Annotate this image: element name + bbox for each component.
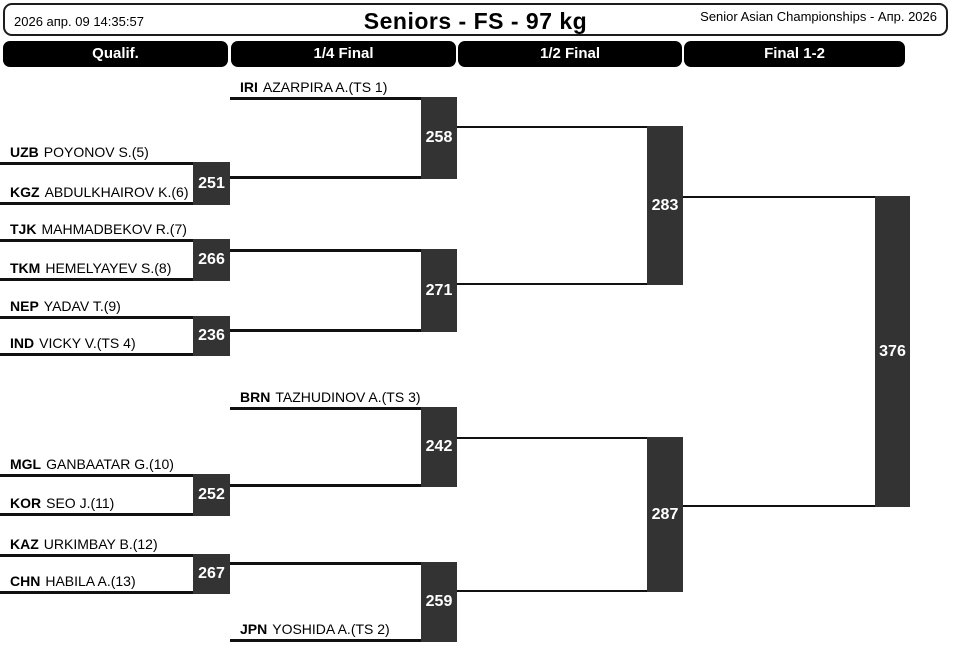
athlete-name: SEO J.(11) [46,495,115,511]
match-box-quarterfinal-4: 259 [421,562,457,642]
match-box-quarterfinal-1: 258 [421,97,457,179]
category-title: Seniors - FS - 97 kg [363,8,588,34]
athlete-noc: KGZ [10,184,40,200]
athlete-name: URKIMBAY B.(12) [43,536,158,552]
athlete-name: MAHMADBEKOV R.(7) [41,221,187,237]
competition-label: Senior Asian Championships - Апр. 2026 [700,9,937,24]
round-header-semifinal: 1/2 Final [458,41,682,67]
athlete-name: TAZHUDINOV A.(TS 3) [275,389,421,405]
bracket-line [0,162,230,165]
datetime-label: 2026 апр. 09 14:35:57 [14,14,144,29]
athlete-name: ABDULKHAIROV K.(6) [44,184,189,200]
athlete-name: GANBAATAR G.(10) [46,456,174,472]
match-box-qualif-3: 236 [193,316,230,356]
athlete-noc: KAZ [10,536,39,552]
bracket-line [0,591,230,594]
athlete-noc: JPN [240,621,268,637]
connector-line [683,196,875,198]
top-info-bar: 2026 апр. 09 14:35:57 Seniors - FS - 97 … [3,3,948,36]
bracket-line [0,554,230,557]
athlete-noc: NEP [10,298,39,314]
match-box-quarterfinal-3: 242 [421,407,457,487]
athlete-name: HABILA A.(13) [45,573,136,589]
athlete-noc: IRI [240,79,258,95]
connector-line [230,484,421,487]
bracket-line [230,97,421,100]
connector-line [457,126,647,128]
round-header-qualif: Qualif. [3,41,228,67]
athlete-name: VICKY V.(TS 4) [39,335,136,351]
connector-line [230,562,421,565]
match-box-final: 376 [875,196,910,507]
match-box-qualif-1: 251 [193,162,230,205]
match-box-qualif-4: 252 [193,474,230,516]
athlete-name: POYONOV S.(5) [43,144,149,160]
connector-line [683,505,875,507]
connector-line [457,437,648,439]
athlete-name: YADAV T.(9) [43,298,121,314]
match-box-quarterfinal-2: 271 [421,249,457,332]
bracket-line [0,353,230,356]
bracket-line [230,639,457,642]
bracket-line [0,513,230,516]
athlete-noc: TKM [10,260,41,276]
athlete-noc: MGL [10,456,42,472]
athlete-name: YOSHIDA A.(TS 2) [272,621,390,637]
connector-line [457,590,648,592]
bracket-line [0,474,230,477]
athlete-noc: BRN [240,389,271,405]
connector-line [230,249,421,252]
bracket-line [0,316,230,319]
bracket-line [0,278,230,281]
athlete-noc: IND [10,335,35,351]
athlete-noc: CHN [10,573,41,589]
athlete-noc: TJK [10,221,37,237]
round-header-final: Final 1-2 [684,41,905,67]
athlete-noc: UZB [10,144,39,160]
connector-line [230,329,421,332]
connector-line [457,283,647,285]
athlete-name: AZARPIRA A.(TS 1) [262,79,388,95]
connector-line [230,176,421,179]
bracket-line [230,407,421,410]
match-box-semifinal-1: 283 [647,126,683,285]
athlete-noc: KOR [10,495,42,511]
bracket-line [0,239,230,242]
match-box-qualif-2: 266 [193,239,230,281]
match-box-qualif-5: 267 [193,554,230,594]
match-box-semifinal-2: 287 [647,437,683,592]
bracket-line [0,202,230,205]
athlete-name: HEMELYAYEV S.(8) [45,260,172,276]
round-header-quarterfinal: 1/4 Final [231,41,456,67]
